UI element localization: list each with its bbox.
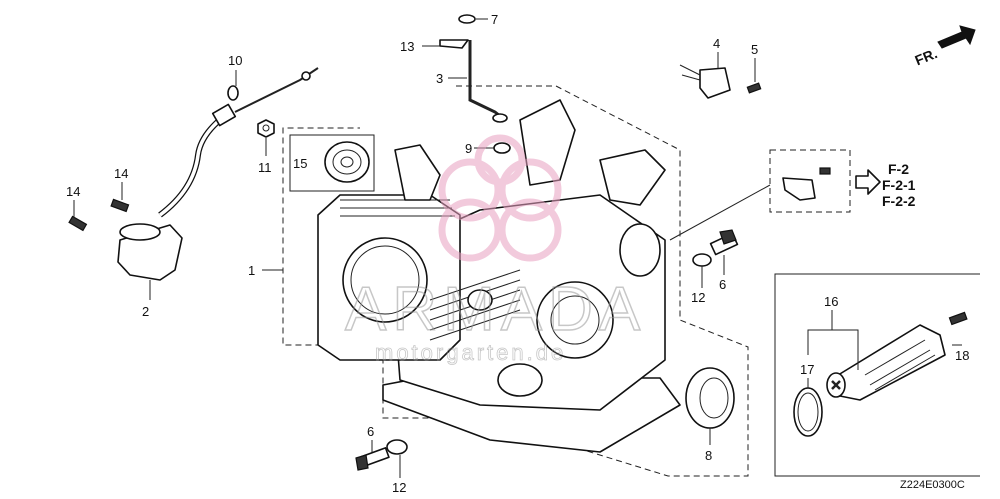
direction-indicator: FR. [913, 25, 976, 68]
cylinder-block [317, 99, 681, 453]
callout-5: 5 [751, 42, 758, 57]
callout-11: 11 [258, 160, 272, 175]
bearing-15-box [289, 134, 375, 192]
direction-label: FR. [913, 45, 940, 68]
watermark-subtext: motorgarten.de [375, 340, 566, 365]
cable-10 [227, 67, 319, 113]
callout-9: 9 [465, 141, 472, 156]
callout-2: 2 [142, 304, 149, 319]
breather-assembly [117, 103, 237, 281]
callout-10: 10 [228, 53, 242, 68]
callout-12-bottom: 12 [392, 480, 406, 495]
drawing-code: Z224E0300C [900, 479, 965, 491]
callout-18: 18 [955, 348, 969, 363]
callout-6-right: 6 [719, 277, 726, 292]
callout-15: 15 [293, 156, 307, 171]
ref-label-1: F-2 [888, 161, 909, 177]
watermark: ARMADA motorgarten.de [344, 134, 646, 365]
callout-14-left: 14 [66, 184, 80, 199]
callout-8: 8 [705, 448, 712, 463]
callout-12-right: 12 [691, 290, 705, 305]
callout-16: 16 [824, 294, 838, 309]
callout-17: 17 [800, 362, 814, 377]
bolts-14 [68, 198, 130, 232]
rod-assembly [439, 14, 508, 123]
ref-box [669, 149, 881, 241]
sensor-4 [679, 64, 762, 99]
callout-6-bottom: 6 [367, 424, 374, 439]
watermark-text: ARMADA [345, 275, 646, 344]
direction-arrow-icon [937, 25, 976, 49]
callout-4: 4 [713, 36, 720, 51]
callout-14-right: 14 [114, 166, 128, 181]
ref-label-3: F-2-2 [882, 193, 916, 209]
nut-11 [257, 119, 275, 138]
ref-label-2: F-2-1 [882, 177, 916, 193]
callout-7: 7 [491, 12, 498, 27]
bolt-washer-bottom [355, 439, 408, 471]
callout-3: 3 [436, 71, 443, 86]
watermark-logo-icon [438, 134, 562, 262]
callout-1: 1 [248, 263, 255, 278]
cap-9 [493, 142, 511, 154]
callout-13: 13 [400, 39, 414, 54]
oil-seal-8 [685, 367, 735, 429]
dipstick-inset [774, 273, 980, 477]
bolt-washer-right [692, 229, 739, 267]
